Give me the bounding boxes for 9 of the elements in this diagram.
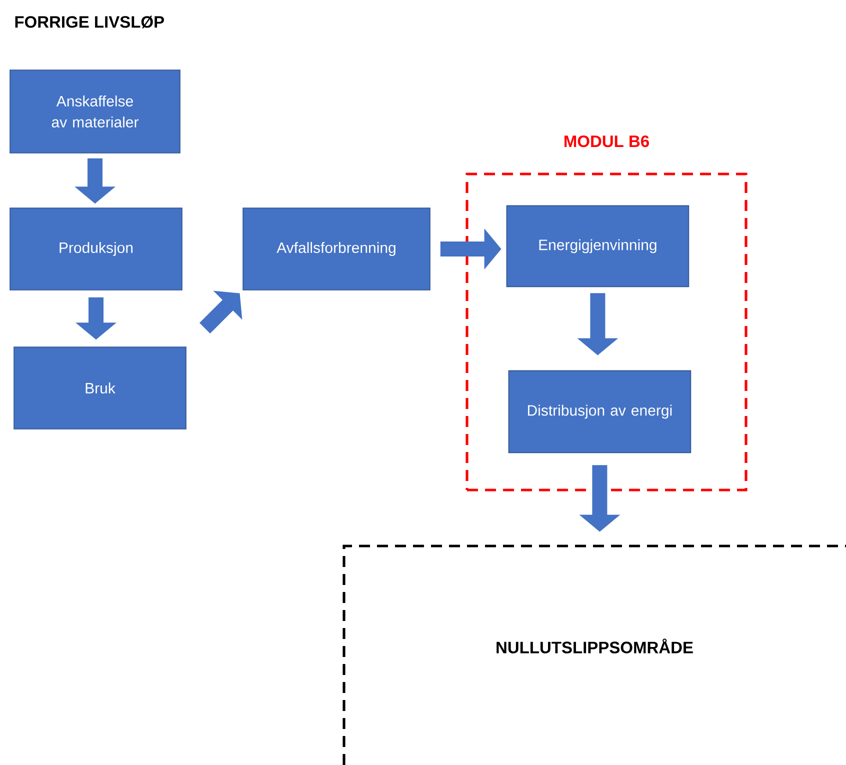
node-label: MODUL B6 <box>564 135 649 148</box>
process-box: Avfallsforbrenning <box>242 208 430 290</box>
dashed-region: NULLUTSLIPPSOMRÅDE <box>342 544 846 765</box>
process-box: Bruk <box>14 346 186 430</box>
process-box: Produksjon <box>10 208 182 290</box>
title: FORRIGE LIVSLØP <box>15 16 164 28</box>
process-box: Distribusjon av energi <box>508 370 692 454</box>
process-box: Energigjenvinning <box>506 205 690 288</box>
process-box: Anskaffelse av materialer <box>10 70 180 154</box>
